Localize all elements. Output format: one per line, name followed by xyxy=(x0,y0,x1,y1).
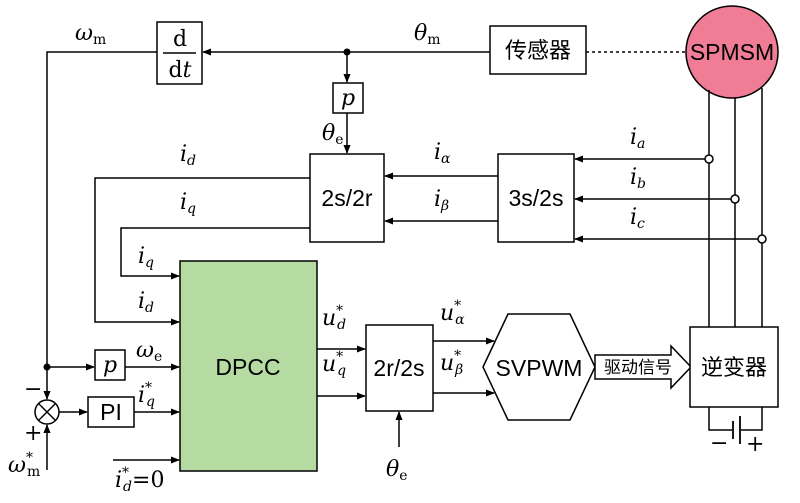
clarke-transform-block xyxy=(497,153,575,243)
omega-m-feedback-wire xyxy=(43,51,157,400)
sensor-label: 传感器 xyxy=(505,39,571,64)
dc-sign-minus: − xyxy=(710,431,728,456)
dpcc-label: DPCC xyxy=(215,354,280,380)
dc-sign-plus: + xyxy=(746,432,764,457)
drive-signal-label: 驱动信号 xyxy=(604,358,672,378)
inverse-park-label: 2r/2s xyxy=(373,355,424,381)
tap-b xyxy=(730,194,740,204)
park-transform-label: 2s/2r xyxy=(321,185,372,211)
label-id-top: id xyxy=(180,142,196,169)
label-theta-m: θm xyxy=(414,21,441,48)
pi-controller-block xyxy=(87,396,135,428)
pole-pairs-label-top: p xyxy=(341,86,355,111)
label-omega-e: ωe xyxy=(136,338,162,365)
drive-signal-arrow xyxy=(594,344,693,390)
id-feedback-wire xyxy=(94,177,310,326)
motor-spmsm xyxy=(685,5,779,99)
derivative-numerator: d xyxy=(173,27,187,52)
sign-minus: − xyxy=(24,377,42,402)
inverter-label: 逆变器 xyxy=(701,356,767,381)
label-i-beta: iβ xyxy=(434,187,449,214)
label-iq-top: iq xyxy=(180,190,196,217)
label-ualpha-ref: u*α xyxy=(440,298,465,328)
label-theta-e-bottom: θe xyxy=(386,457,408,484)
label-id-ref: i*d=0 xyxy=(115,465,164,495)
label-uq-ref: u*q xyxy=(322,349,346,379)
label-id-in: id xyxy=(138,289,154,316)
derivative-denominator: dt xyxy=(169,58,192,83)
label-iq-ref: i*q xyxy=(138,380,155,410)
label-iq-in: iq xyxy=(138,244,154,271)
dpcc-block xyxy=(179,260,318,472)
dc-right-wire xyxy=(741,407,763,431)
pole-pairs-block-top xyxy=(332,82,364,114)
sensor-block xyxy=(489,25,587,75)
sign-plus: + xyxy=(24,421,42,446)
summing-junction-cross-b xyxy=(38,403,56,421)
pole-pairs-label-mid: p xyxy=(103,353,117,378)
label-omega-m: ωm xyxy=(75,21,106,48)
label-ic: ic xyxy=(630,205,645,232)
label-ubeta-ref: u*β xyxy=(440,348,463,378)
inverse-park-block xyxy=(365,324,434,412)
label-ia: ia xyxy=(630,125,645,152)
motor-label: SPMSM xyxy=(690,39,774,65)
pi-controller-label: PI xyxy=(100,399,122,425)
park-transform-block xyxy=(309,153,385,243)
dc-left-wire xyxy=(708,407,732,431)
label-ib: ib xyxy=(630,165,646,192)
tap-a xyxy=(704,154,714,164)
pole-pairs-block-mid xyxy=(94,349,126,381)
label-theta-e-top: θe xyxy=(322,121,344,148)
clarke-transform-label: 3s/2s xyxy=(509,185,564,211)
label-omega-m-ref: ω*m xyxy=(8,450,40,480)
label-ud-ref: u*d xyxy=(322,303,346,333)
label-i-alpha: iα xyxy=(434,140,451,167)
inverter-block xyxy=(689,326,779,408)
iq-feedback-wire xyxy=(120,227,310,280)
tap-c xyxy=(757,234,767,244)
svpwm-label: SVPWM xyxy=(496,355,583,381)
